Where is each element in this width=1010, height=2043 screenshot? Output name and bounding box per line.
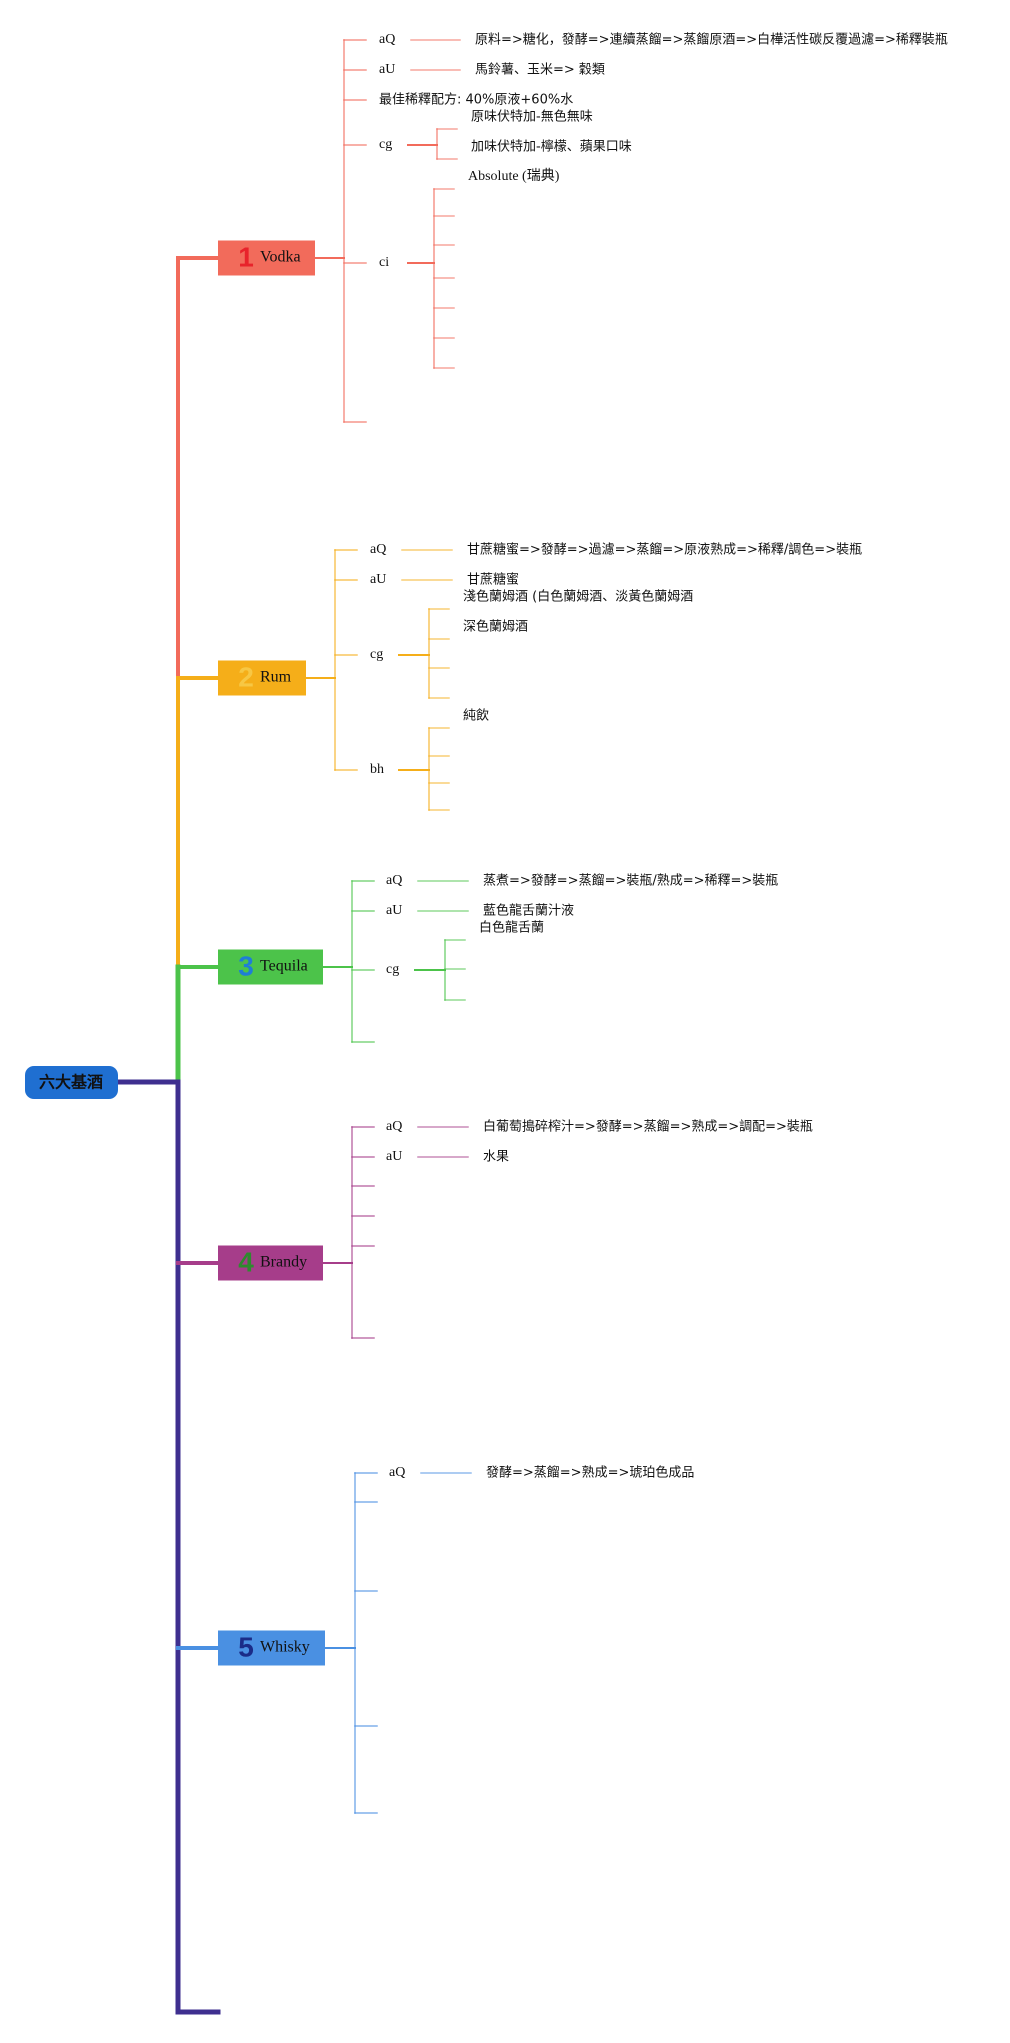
root-label: 六大基酒 — [39, 1073, 103, 1092]
topic-number-rum: 2 — [238, 661, 254, 692]
child-label: aQ — [370, 542, 386, 557]
topic-rum[interactable] — [218, 660, 306, 696]
group-item: 淺色蘭姆酒 (白色蘭姆酒、淡黃色蘭姆酒 — [463, 589, 693, 605]
topic-number-tequila: 3 — [238, 950, 254, 981]
child-label: aQ — [379, 32, 395, 47]
child-value: 水果 — [483, 1150, 509, 1165]
group-item: Absolute (瑞典) — [468, 168, 560, 184]
topic-label-rum: Rum — [260, 669, 292, 686]
group-item: 深色蘭姆酒 — [463, 619, 528, 635]
child-value: 藍色龍舌蘭汁液 — [483, 903, 574, 919]
topic-label-whisky: Whisky — [260, 1639, 310, 1656]
child-label: aU — [386, 1149, 402, 1164]
child-value: 馬鈴薯、玉米=> 穀類 — [475, 63, 605, 78]
child-value: 甘蔗糖蜜 — [467, 572, 519, 588]
topic-vodka[interactable] — [218, 240, 315, 276]
child-label: aU — [379, 62, 395, 77]
child-value: 發酵=>蒸餾=>熟成=>琥珀色成品 — [486, 1465, 694, 1481]
child-label: ci — [379, 255, 389, 270]
topic-number-vodka: 1 — [238, 241, 254, 272]
child-label: cg — [386, 962, 399, 977]
root-node[interactable] — [25, 1066, 118, 1099]
topic-number-brandy: 4 — [238, 1246, 254, 1277]
topic-whisky[interactable] — [218, 1630, 325, 1666]
child-label: cg — [370, 647, 383, 662]
topic-label-tequila: Tequila — [260, 958, 308, 975]
topic-tequila[interactable] — [218, 949, 323, 985]
group-item: 加味伏特加-檸檬、蘋果口味 — [471, 140, 632, 155]
child-label: 最佳稀釋配方: 40%原液+60%水 — [379, 92, 573, 108]
child-label: bh — [370, 762, 384, 777]
group-item: 純飲 — [463, 708, 489, 724]
topic-label-vodka: Vodka — [260, 249, 301, 266]
child-label: aQ — [386, 873, 402, 888]
child-value: 甘蔗糖蜜=>發酵=>過濾=>蒸餾=>原液熟成=>稀釋/調色=>裝瓶 — [467, 542, 862, 558]
group-item: 原味伏特加-無色無味 — [471, 109, 593, 125]
topic-label-brandy: Brandy — [260, 1254, 307, 1271]
child-value: 白葡萄搗碎榨汁=>發酵=>蒸餾=>熟成=>調配=>裝瓶 — [483, 1119, 813, 1135]
group-item: 白色龍舌蘭 — [479, 920, 544, 936]
topic-brandy[interactable] — [218, 1245, 323, 1281]
child-value: 蒸煮=>發酵=>蒸餾=>裝瓶/熟成=>稀釋=>裝瓶 — [483, 873, 778, 889]
topic-number-whisky: 5 — [238, 1631, 254, 1662]
child-label: cg — [379, 137, 392, 152]
child-label: aQ — [386, 1119, 402, 1134]
child-label: aQ — [389, 1465, 405, 1480]
child-label: aU — [370, 572, 386, 587]
child-label: aU — [386, 903, 402, 918]
child-value: 原料=>糖化，發酵=>連續蒸餾=>蒸餾原酒=>白樺活性碳反覆過濾=>稀釋裝瓶 — [475, 32, 948, 48]
